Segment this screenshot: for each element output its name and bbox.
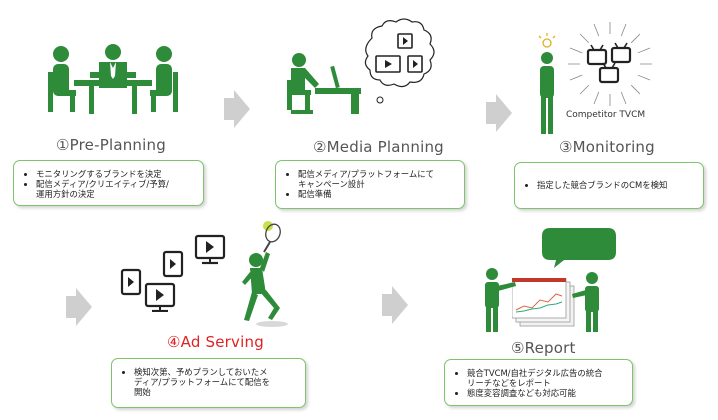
step-1-title: ①Pre-Planning: [56, 136, 166, 154]
flow-arrow-3: [66, 288, 92, 326]
step-3-box: 指定した競合ブランドのCMを検知: [514, 162, 704, 209]
step-3-item-1: 指定した競合ブランドのCMを検知: [537, 180, 695, 190]
step-2-box: 配信メディア/プラットフォームにて キャンペーン設計 配信準備: [275, 160, 465, 209]
step-5-box: 競合TVCM/自社デジタル広告の統合 リーチなどをレポート 態度変容調査なども対…: [444, 359, 633, 406]
step-5-title: ⑤Report: [511, 339, 576, 357]
step-4-title: ④Ad Serving: [167, 333, 264, 351]
step-2-title: ②Media Planning: [313, 138, 444, 156]
step-1-box: モニタリングするブランドを決定 配信メディア/クリエイティブ/予算/ 運用方針の…: [13, 160, 204, 206]
flow-arrow-2: [486, 94, 512, 132]
competitor-tvcm-caption: Competitor TVCM: [566, 110, 646, 120]
desk-worker-icon: [287, 53, 361, 114]
thought-bubble-icon: [364, 18, 435, 104]
flow-arrow-1: [224, 90, 250, 128]
step-4-item-1: 検知次第、予めプランしておいたメ ディア/プラットフォームにて配信を 開始: [134, 367, 297, 397]
tennis-player-icon: [242, 221, 288, 327]
flow-arrow-4: [382, 286, 408, 324]
step-2-item-1: 配信メディア/プラットフォームにて キャンペーン設計: [298, 169, 456, 189]
monitoring-person-icon: [538, 33, 556, 134]
devices-icon: [120, 234, 226, 312]
step-2-item-2: 配信準備: [298, 189, 456, 199]
step-1-item-2: 配信メディア/クリエイティブ/予算/ 運用方針の決定: [36, 179, 195, 199]
step-5-item-2: 態度変容調査なども対応可能: [467, 388, 624, 398]
speech-bubble-icon: [542, 228, 616, 268]
report-chart-icon: [512, 278, 575, 327]
meeting-people-icon: [48, 44, 178, 114]
step-4-box: 検知次第、予めプランしておいたメ ディア/プラットフォームにて配信を 開始: [111, 358, 306, 408]
tv-burst-icon: [568, 22, 652, 106]
report-people-icon: [485, 268, 599, 332]
step-3-title: ③Monitoring: [559, 138, 655, 156]
step-1-item-1: モニタリングするブランドを決定: [36, 169, 195, 179]
step-5-item-1: 競合TVCM/自社デジタル広告の統合 リーチなどをレポート: [467, 368, 624, 388]
